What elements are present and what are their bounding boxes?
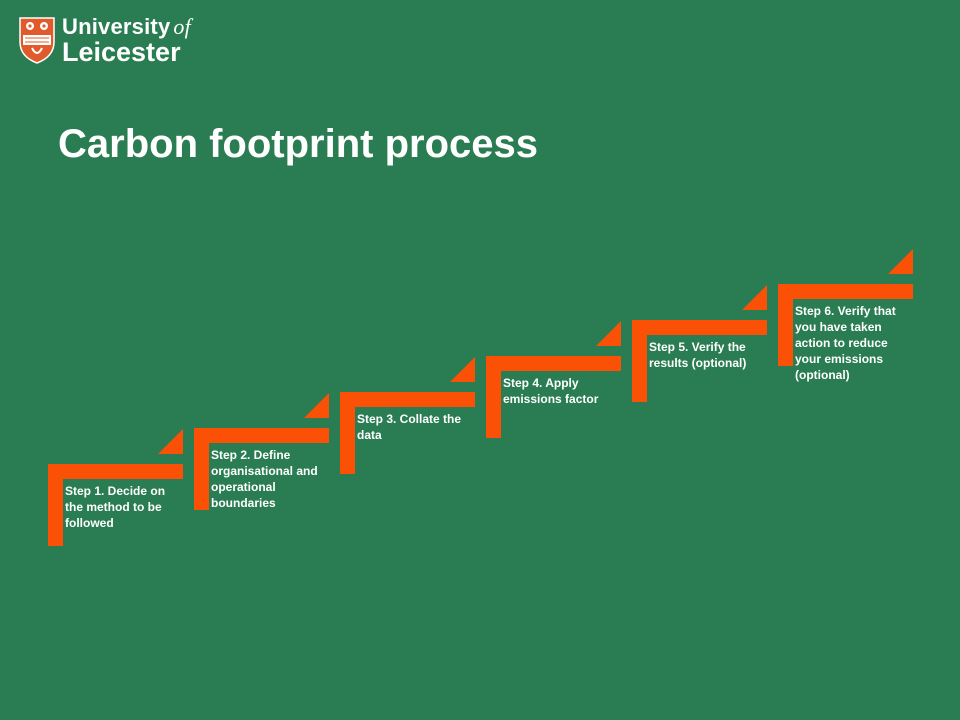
step-6: Step 6. Verify that you have taken actio… — [778, 249, 913, 394]
step-bar-top — [778, 284, 913, 299]
step-bar-top — [194, 428, 329, 443]
page-title: Carbon footprint process — [58, 122, 539, 166]
step-arrow-triangle — [158, 429, 183, 454]
step-arrow-triangle — [742, 285, 767, 310]
step-1: Step 1. Decide on the method to be follo… — [48, 429, 183, 574]
logo-leicester-text: Leicester — [62, 37, 181, 67]
step-bar-top — [340, 392, 475, 407]
step-arrow-triangle — [304, 393, 329, 418]
step-1-label: Step 1. Decide on the method to be follo… — [65, 484, 166, 530]
step-6-label: Step 6. Verify that you have taken actio… — [795, 304, 896, 382]
step-arrow-triangle — [888, 249, 913, 274]
step-bar-left — [778, 284, 793, 366]
step-5: Step 5. Verify the results (optional) — [632, 285, 767, 430]
step-bar-left — [194, 428, 209, 510]
step-4-label: Step 4. Apply emissions factor — [503, 376, 599, 406]
step-arrow-triangle — [450, 357, 475, 382]
step-bar-left — [632, 320, 647, 402]
step-3: Step 3. Collate the data — [340, 357, 475, 502]
step-5-label: Step 5. Verify the results (optional) — [649, 340, 747, 370]
logo-university-text: University — [62, 14, 171, 39]
step-bar-left — [340, 392, 355, 474]
crest-icon — [19, 17, 55, 64]
step-bar-top — [632, 320, 767, 335]
logo-of-text: of — [173, 14, 191, 39]
step-3-label: Step 3. Collate the data — [357, 412, 462, 442]
step-bar-left — [48, 464, 63, 546]
step-2: Step 2. Define organisational and operat… — [194, 393, 329, 538]
step-2-label: Step 2. Define organisational and operat… — [211, 448, 318, 510]
step-bar-left — [486, 356, 501, 438]
step-bar-top — [486, 356, 621, 371]
step-4: Step 4. Apply emissions factor — [486, 321, 621, 466]
step-bar-top — [48, 464, 183, 479]
step-arrow-triangle — [596, 321, 621, 346]
